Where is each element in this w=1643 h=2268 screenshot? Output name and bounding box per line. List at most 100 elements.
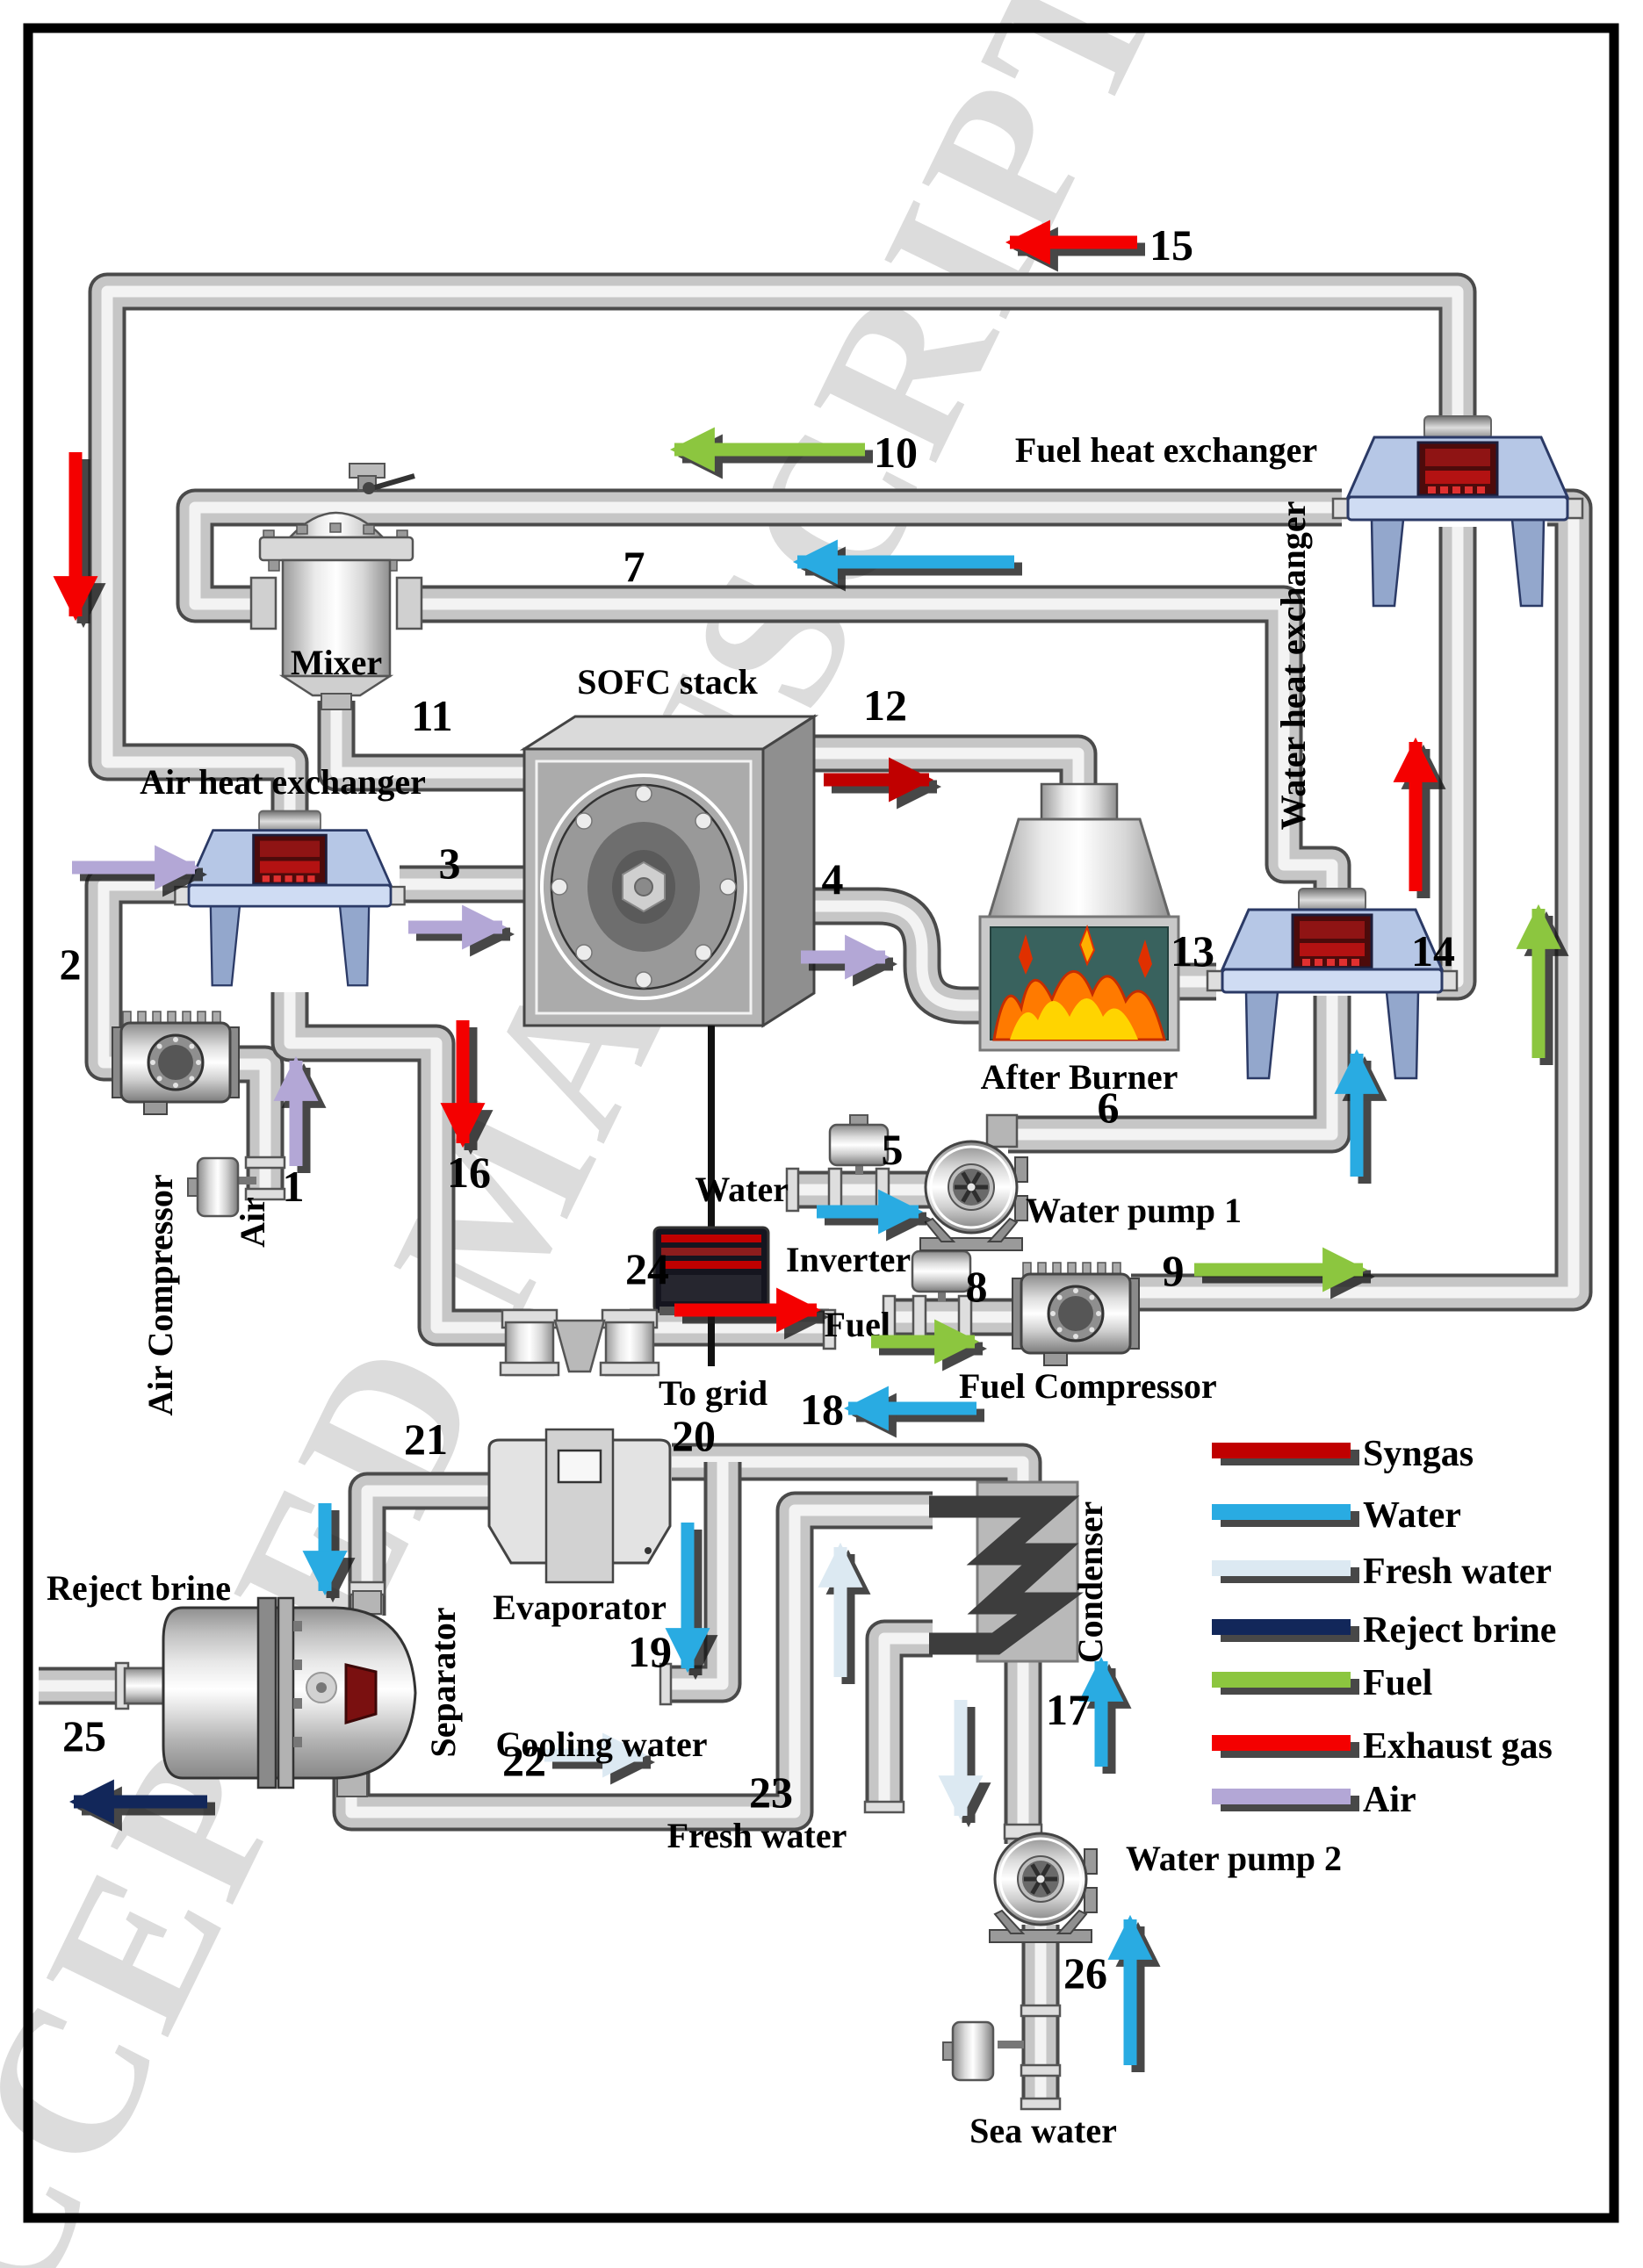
arrow-5-water — [817, 1189, 932, 1242]
arrow-8-fuel — [871, 1319, 988, 1372]
legend-item-reject-brine: Reject brine — [1212, 1610, 1556, 1651]
pipe-freshwater-out-23 — [865, 1619, 933, 1809]
pipe-cathode-out-4 — [777, 887, 992, 1025]
to-grid-label: To grid — [659, 1373, 767, 1413]
pipe-feedwater-18-20 — [672, 1443, 1042, 1486]
svg-text:Fuel: Fuel — [1363, 1663, 1432, 1703]
stream-15: 15 — [1149, 220, 1193, 270]
stream-13: 13 — [1171, 926, 1214, 976]
air-compressor-label: Air Compressor — [141, 1174, 180, 1415]
arrow-26-water — [1107, 1914, 1161, 2072]
water-pump-2-label: Water pump 2 — [1126, 1839, 1342, 1878]
page-border — [23, 23, 1619, 2223]
air-compressor: Air Compressor — [111, 1010, 241, 1416]
legend: Syngas Water Fresh water Reject brine Fu… — [1212, 1434, 1556, 1820]
separator-label: Separator — [423, 1607, 463, 1757]
cooling-water-label: Cooling water — [495, 1724, 707, 1764]
pipe-fuel-heated-10 — [176, 488, 1342, 623]
stream-1: 1 — [283, 1162, 305, 1211]
stream-17: 17 — [1046, 1685, 1090, 1734]
arrow-25-brine — [68, 1779, 215, 1832]
arrow-3-air — [408, 904, 515, 957]
svg-text:Reject brine: Reject brine — [1363, 1610, 1556, 1651]
water-pump-1-label: Water pump 1 — [1026, 1191, 1242, 1230]
water-pump-1: Water pump 1 — [920, 1113, 1242, 1250]
legend-item-fresh-water: Fresh water — [1212, 1552, 1552, 1592]
arrow-6-water — [1334, 1048, 1387, 1184]
stream-19: 19 — [628, 1627, 672, 1676]
stream-22: 22 — [502, 1736, 546, 1785]
stream-9: 9 — [1163, 1246, 1185, 1295]
pipe-vapor-22 — [332, 1491, 933, 1832]
arrow-24-exhaust — [674, 1287, 830, 1340]
legend-item-syngas: Syngas — [1212, 1434, 1474, 1474]
svg-text:Exhaust gas: Exhaust gas — [1363, 1726, 1553, 1767]
inverter: Inverter To grid — [652, 1026, 911, 1413]
air-inlet-label: Air — [233, 1197, 272, 1248]
water-inlet-label: Water — [695, 1170, 789, 1209]
water-heat-exchanger: Water heat exchanger — [1206, 501, 1459, 1080]
arrow-14-exhaust — [1393, 737, 1446, 898]
legend-item-air: Air — [1212, 1780, 1416, 1820]
arrow-exhaust-down-left — [53, 452, 106, 629]
stream-11: 11 — [411, 691, 452, 740]
water-pump-2: Water pump 2 — [990, 1823, 1342, 1942]
arrow-16-exhaust — [440, 1020, 494, 1156]
sofc-stack: SOFC stack — [519, 662, 819, 1028]
condenser-label: Condenser — [1070, 1501, 1110, 1663]
reject-brine-label: Reject brine — [47, 1568, 231, 1608]
io-text-labels: Cooling water Fresh water Reject brine — [47, 1568, 847, 1855]
fuel-compressor: Fuel Compressor — [959, 1261, 1217, 1406]
mixer: Mixer — [249, 463, 423, 710]
stream-23: 23 — [749, 1768, 793, 1817]
stream-20: 20 — [672, 1411, 716, 1460]
pipe-cooling-water-19 — [664, 1462, 742, 1703]
stream-10: 10 — [874, 428, 918, 477]
stream-4: 4 — [822, 854, 844, 904]
arrow-9-fuel — [1194, 1247, 1376, 1300]
water-inlet-valve: Water — [695, 1113, 890, 1213]
sea-water-label: Sea water — [969, 2111, 1117, 2150]
arrow-2-air — [72, 845, 208, 897]
arrow-12-syngas — [824, 757, 942, 810]
svg-text:Air: Air — [1363, 1780, 1416, 1820]
arrow-21-water — [302, 1503, 356, 1603]
arrow-19-water — [665, 1523, 718, 1681]
water-hx-label: Water heat exchanger — [1273, 501, 1313, 831]
arrow-10-fuel — [669, 427, 873, 479]
pipe-syngas-11 — [317, 701, 529, 792]
arrow-15-exhaust — [1005, 220, 1145, 272]
stream-3: 3 — [439, 839, 461, 888]
fuel-heat-exchanger: Fuel heat exchanger — [1015, 414, 1584, 608]
mixer-label: Mixer — [291, 643, 382, 682]
pipe-steam-7 — [416, 585, 1351, 906]
arrow-17-water — [1078, 1656, 1132, 1774]
stream-25: 25 — [62, 1711, 106, 1760]
air-inlet-valve: Air — [186, 1156, 272, 1248]
arrow-22-freshwater — [544, 1732, 656, 1785]
pipe-exhaust-main — [88, 272, 1477, 824]
pipe-exhaust-riser-14 — [1437, 527, 1477, 1001]
fresh-water-label: Fresh water — [667, 1816, 847, 1855]
pipe-evap-to-separator-21 — [348, 1472, 492, 1616]
fuel-compressor-label: Fuel Compressor — [959, 1366, 1217, 1406]
pipe-water-riser-6 — [1008, 996, 1351, 1154]
legend-item-water: Water — [1212, 1495, 1461, 1536]
arrow-4-air — [801, 934, 898, 987]
arrow-9-fuel-riser — [1516, 904, 1569, 1065]
stream-14: 14 — [1411, 926, 1455, 976]
arrow-7-water — [792, 539, 1022, 592]
pipe-collars — [244, 1156, 1062, 2111]
arrow-22-freshwater-riser — [818, 1542, 871, 1684]
after-burner: After Burner — [978, 782, 1180, 1097]
stream-5: 5 — [882, 1125, 904, 1174]
sofc-label: SOFC stack — [577, 662, 758, 702]
arrow-23-freshwater — [938, 1700, 991, 1828]
sea-water-valve: Sea water — [941, 2020, 1117, 2150]
stream-7: 7 — [623, 542, 645, 591]
legend-item-fuel: Fuel — [1212, 1663, 1432, 1703]
evaporator-label: Evaporator — [493, 1588, 667, 1627]
evaporator: Evaporator — [487, 1308, 672, 1627]
stream-12: 12 — [863, 680, 907, 730]
